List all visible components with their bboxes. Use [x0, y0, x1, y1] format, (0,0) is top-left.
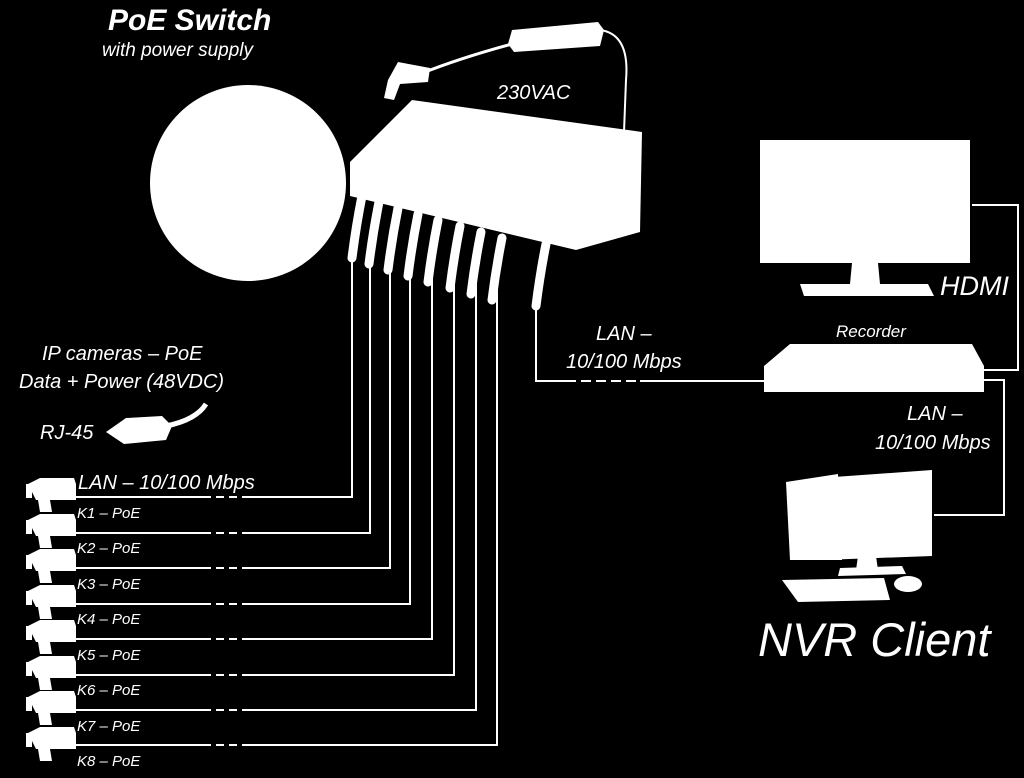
subtitle: with power supply — [102, 40, 254, 61]
cameras-label-line2: Data + Power (48VDC) — [19, 371, 225, 393]
camera-label-k7: K7 – PoE — [77, 718, 141, 735]
ip-camera-icon — [26, 478, 76, 512]
ip-camera-icon — [26, 727, 76, 761]
decorative-circle — [150, 85, 346, 281]
recorder-icon — [764, 344, 984, 392]
ip-camera-icon — [26, 620, 76, 654]
client-lan-line — [934, 379, 1005, 516]
patch-cable-plug — [364, 197, 384, 269]
ip-camera-icon — [26, 656, 76, 690]
camera-label-k3: K3 – PoE — [77, 576, 141, 593]
camera-line-solid — [250, 262, 411, 605]
camera-line-solid — [250, 262, 391, 569]
patch-cable-plugs — [347, 191, 551, 311]
connector-label: RJ-45 — [40, 422, 94, 444]
patch-cable-plug — [423, 215, 443, 287]
camera-line-solid — [250, 262, 353, 498]
patch-cable-plug — [383, 203, 403, 275]
camera-label-k1: K1 – PoE — [77, 505, 141, 522]
nvr-client-label: NVR Client — [758, 613, 991, 666]
cameras-label-line1: IP cameras – PoE — [42, 343, 203, 365]
poe-switch-icon — [350, 100, 642, 250]
title: PoE Switch — [108, 4, 272, 37]
camera-label-k4: K4 – PoE — [77, 611, 141, 628]
camera-line-solid — [250, 262, 433, 640]
monitor-icon — [760, 140, 970, 296]
power-label: 230VAC — [497, 82, 571, 104]
hdmi-line — [972, 204, 1019, 371]
patch-cable-plug — [531, 239, 551, 311]
ip-camera-icon — [26, 585, 76, 619]
power-adapter-icon — [384, 22, 628, 133]
patch-cable-plug — [347, 191, 367, 263]
camera-label-k8: K8 – PoE — [77, 753, 141, 770]
patch-cable-plug — [403, 209, 423, 281]
camera-line-solid — [250, 262, 498, 746]
client-lan-label-line1: LAN – — [907, 403, 963, 425]
camera-label-k2: K2 – PoE — [77, 540, 141, 557]
recorder-lan-label-line1: LAN – — [596, 323, 652, 345]
camera-line-solid — [250, 262, 477, 711]
ip-camera-icon — [26, 514, 76, 548]
recorder-lan-label-line2: 10/100 Mbps — [566, 351, 682, 373]
ip-camera-icon — [26, 691, 76, 725]
camera-label-k6: K6 – PoE — [77, 682, 141, 699]
ip-camera-icons — [26, 478, 76, 761]
camera-cabling — [72, 262, 498, 746]
recorder-uplink-line — [535, 300, 764, 382]
camera-lan-label: LAN – 10/100 Mbps — [78, 472, 255, 494]
patch-cable-plug — [445, 221, 465, 293]
camera-line-solid — [250, 262, 455, 676]
client-lan-label-line2: 10/100 Mbps — [875, 432, 991, 454]
rj45-connector-icon — [106, 402, 209, 444]
recorder-label: Recorder — [836, 322, 906, 341]
nvr-client-icon — [782, 470, 932, 602]
ip-camera-icon — [26, 549, 76, 583]
hdmi-label: HDMI — [940, 271, 1009, 301]
camera-label-k5: K5 – PoE — [77, 647, 141, 664]
camera-line-solid — [250, 262, 371, 534]
